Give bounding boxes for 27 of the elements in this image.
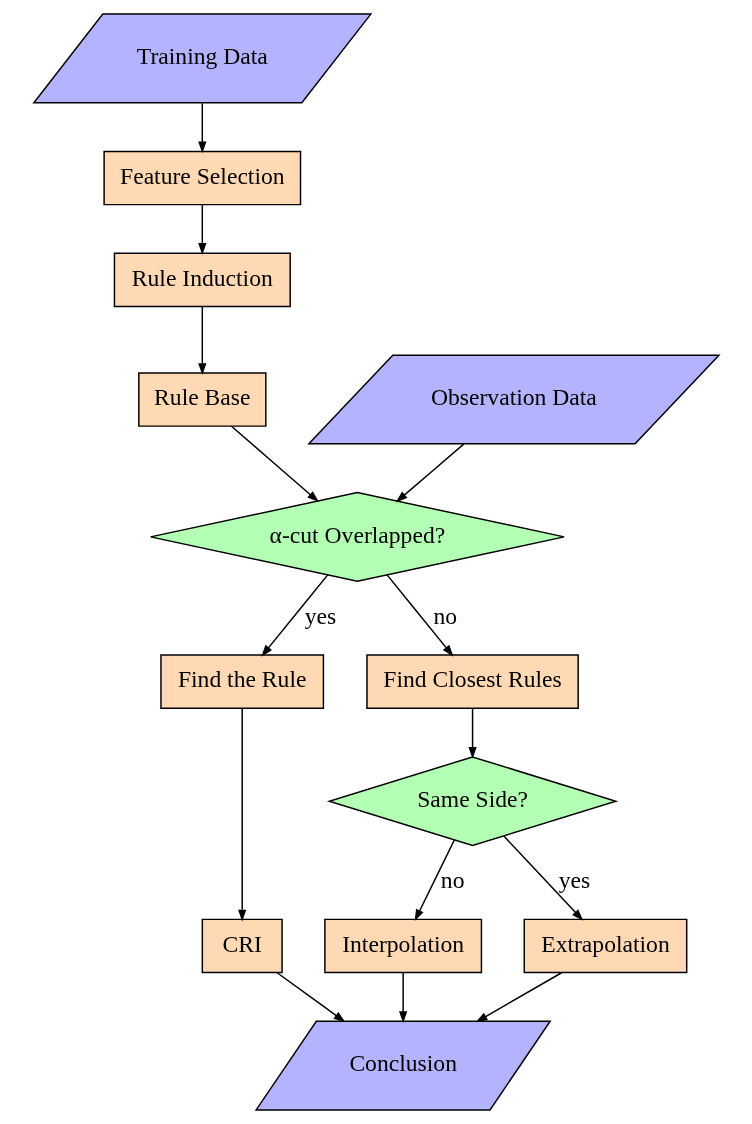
node-box: Find Closest Rules — [365, 654, 579, 709]
node-box: Rule Induction — [113, 252, 291, 308]
arrow — [475, 972, 562, 1023]
node-box: Find the Rule — [159, 654, 324, 709]
edge-label: yes — [558, 867, 590, 894]
edge-label: yes — [304, 602, 336, 629]
arrow — [237, 707, 246, 922]
arrow — [260, 574, 328, 657]
node-box: Rule Base — [137, 372, 267, 427]
node-box: Feature Selection — [102, 150, 301, 206]
node-box: Interpolation — [323, 918, 482, 974]
arrow — [395, 443, 465, 503]
node-diamond: Same Side? — [326, 756, 618, 847]
arrow — [197, 204, 206, 255]
node-box: CRI — [201, 918, 283, 974]
arrow — [275, 972, 345, 1023]
edge-label: no — [432, 602, 457, 629]
arrow — [414, 839, 455, 922]
node-box: Extrapolation — [523, 918, 687, 974]
arrow — [502, 835, 583, 921]
edge-label: no — [440, 867, 464, 894]
arrow — [197, 306, 206, 376]
arrow — [197, 102, 206, 154]
arrow — [385, 574, 453, 657]
arrow — [230, 425, 319, 503]
arrow — [467, 707, 477, 759]
arrow — [398, 972, 407, 1024]
